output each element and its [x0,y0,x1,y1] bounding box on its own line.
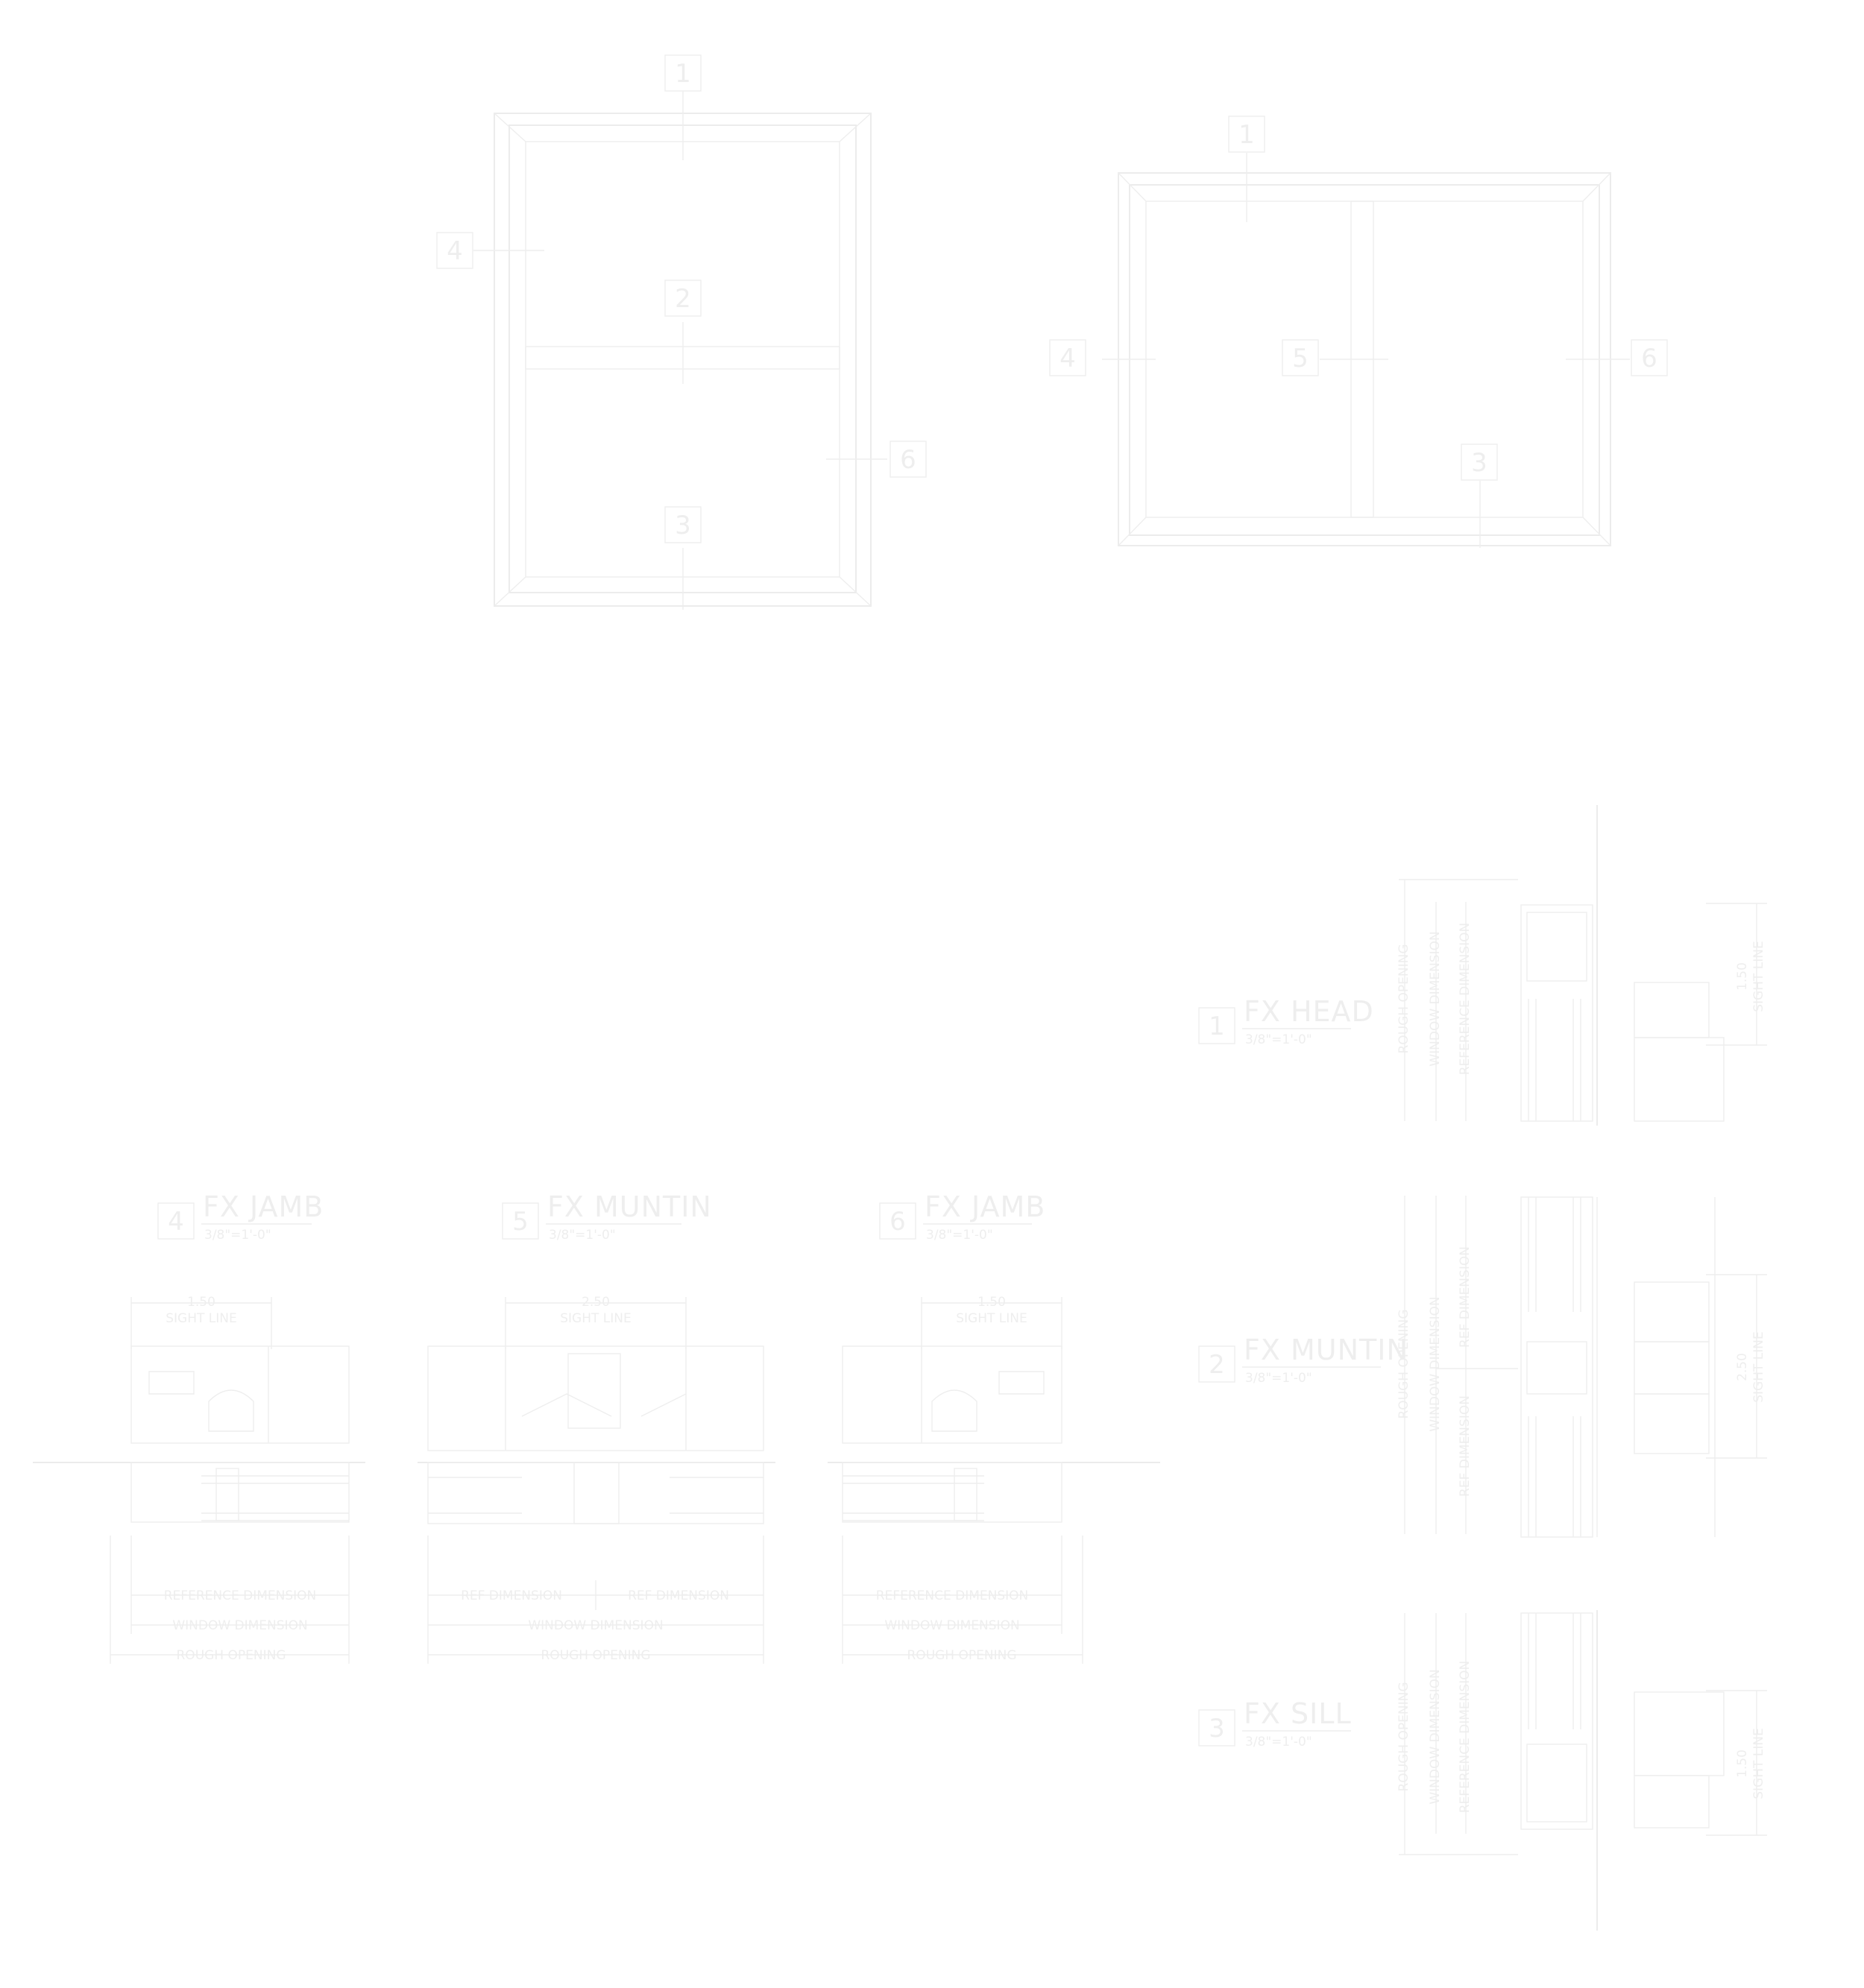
dim-window: WINDOW DIMENSION [528,1618,663,1633]
detail-scale: 3/8"=1'-0" [1245,1371,1312,1386]
dim-reference: REFERENCE DIMENSION [1458,1661,1473,1814]
dim-reference: REFERENCE DIMENSION [1458,923,1473,1076]
detail-fx-jamb-4: 4 FX JAMB 3/8"=1'-0" 1.50 SIGHT LINE REF… [33,1190,365,1664]
tag-1: 1 [675,59,691,89]
sight-line-value: 1.50 [187,1295,215,1310]
tag-2: 2 [675,284,691,314]
dim-rough-opening: ROUGH OPENING [177,1648,286,1663]
dim-rough-opening: ROUGH OPENING [907,1648,1017,1663]
sight-line-value: 2.50 [1735,1353,1750,1381]
sight-line-label: SIGHT LINE [1751,1728,1766,1799]
detail-number: 5 [512,1207,529,1237]
dim-ref-left: REF DIMENSION [461,1588,562,1603]
elevation-horizontal-window: 1 4 5 6 3 [1049,116,1668,548]
detail-fx-muntin-5: 5 FX MUNTIN 3/8"=1'-0" 2.50 SIGHT LINE R… [418,1190,775,1664]
elevation-2-tags: 1 4 5 6 3 [1049,116,1668,481]
dim-reference: REFERENCE DIMENSION [164,1588,317,1603]
detail-title: FX MUNTIN [1244,1334,1408,1366]
detail-title: FX JAMB [925,1190,1045,1223]
tag-3: 3 [675,511,691,540]
sight-line-label: SIGHT LINE [1751,1331,1766,1403]
sight-line-label: SIGHT LINE [166,1311,237,1326]
detail-number: 2 [1209,1350,1225,1380]
sight-line-value: 1.50 [977,1295,1006,1310]
detail-number: 1 [1209,1012,1225,1041]
dim-rough-opening: ROUGH OPENING [1397,1682,1411,1792]
dim-window: WINDOW DIMENSION [884,1618,1019,1633]
detail-title: FX MUNTIN [547,1190,712,1223]
tag-5: 5 [1292,344,1309,373]
dim-ref-upper: REF DIMENSION [1458,1246,1473,1348]
elevation-vertical-window: 1 2 3 4 6 [436,54,927,610]
detail-fx-sill-3: 3 FX SILL 3/8"=1'-0" ROUGH OPENING WINDO… [1198,1610,1767,1931]
detail-title: FX HEAD [1244,995,1374,1028]
sight-line-label: SIGHT LINE [560,1311,632,1326]
sight-line-label: SIGHT LINE [1751,941,1766,1012]
dim-window: WINDOW DIMENSION [1428,1669,1443,1804]
detail-scale: 3/8"=1'-0" [1245,1032,1312,1047]
sight-line-value: 1.50 [1735,962,1750,991]
tag-6: 6 [1641,344,1657,373]
dim-window: WINDOW DIMENSION [1428,1296,1443,1431]
tag-1: 1 [1238,120,1255,150]
detail-fx-head-1: 1 FX HEAD 3/8"=1'-0" ROUGH OPENING WINDO… [1198,805,1767,1126]
tag-4: 4 [447,236,463,266]
detail-scale: 3/8"=1'-0" [1245,1735,1312,1749]
detail-number: 6 [890,1207,906,1237]
dim-rough-opening: ROUGH OPENING [541,1648,651,1663]
detail-number: 3 [1209,1714,1225,1744]
detail-fx-muntin-2: 2 FX MUNTIN 3/8"=1'-0" ROUGH OPENING WIN… [1198,1196,1767,1538]
detail-scale: 3/8"=1'-0" [204,1228,271,1243]
dim-rough-opening: ROUGH OPENING [1397,1310,1411,1419]
sight-line-value: 2.50 [582,1295,610,1310]
dim-ref-right: REF DIMENSION [628,1588,729,1603]
dim-window: WINDOW DIMENSION [1428,931,1443,1066]
elevation-1-tags: 1 2 3 4 6 [436,54,927,543]
detail-fx-jamb-6: 6 FX JAMB 3/8"=1'-0" 1.50 SIGHT LINE REF… [828,1190,1160,1664]
tag-4: 4 [1059,344,1076,373]
sight-line-value: 1.50 [1735,1749,1750,1778]
dim-window: WINDOW DIMENSION [172,1618,307,1633]
dim-ref-lower: REF DIMENSION [1458,1395,1473,1497]
detail-scale: 3/8"=1'-0" [926,1228,993,1243]
detail-scale: 3/8"=1'-0" [549,1228,616,1243]
tag-3: 3 [1471,448,1487,478]
dim-rough-opening: ROUGH OPENING [1397,944,1411,1054]
detail-title: FX JAMB [203,1190,324,1223]
sight-line-label: SIGHT LINE [956,1311,1027,1326]
tag-6: 6 [900,445,916,475]
detail-number: 4 [168,1207,184,1237]
dim-reference: REFERENCE DIMENSION [876,1588,1029,1603]
detail-title: FX SILL [1244,1697,1352,1730]
